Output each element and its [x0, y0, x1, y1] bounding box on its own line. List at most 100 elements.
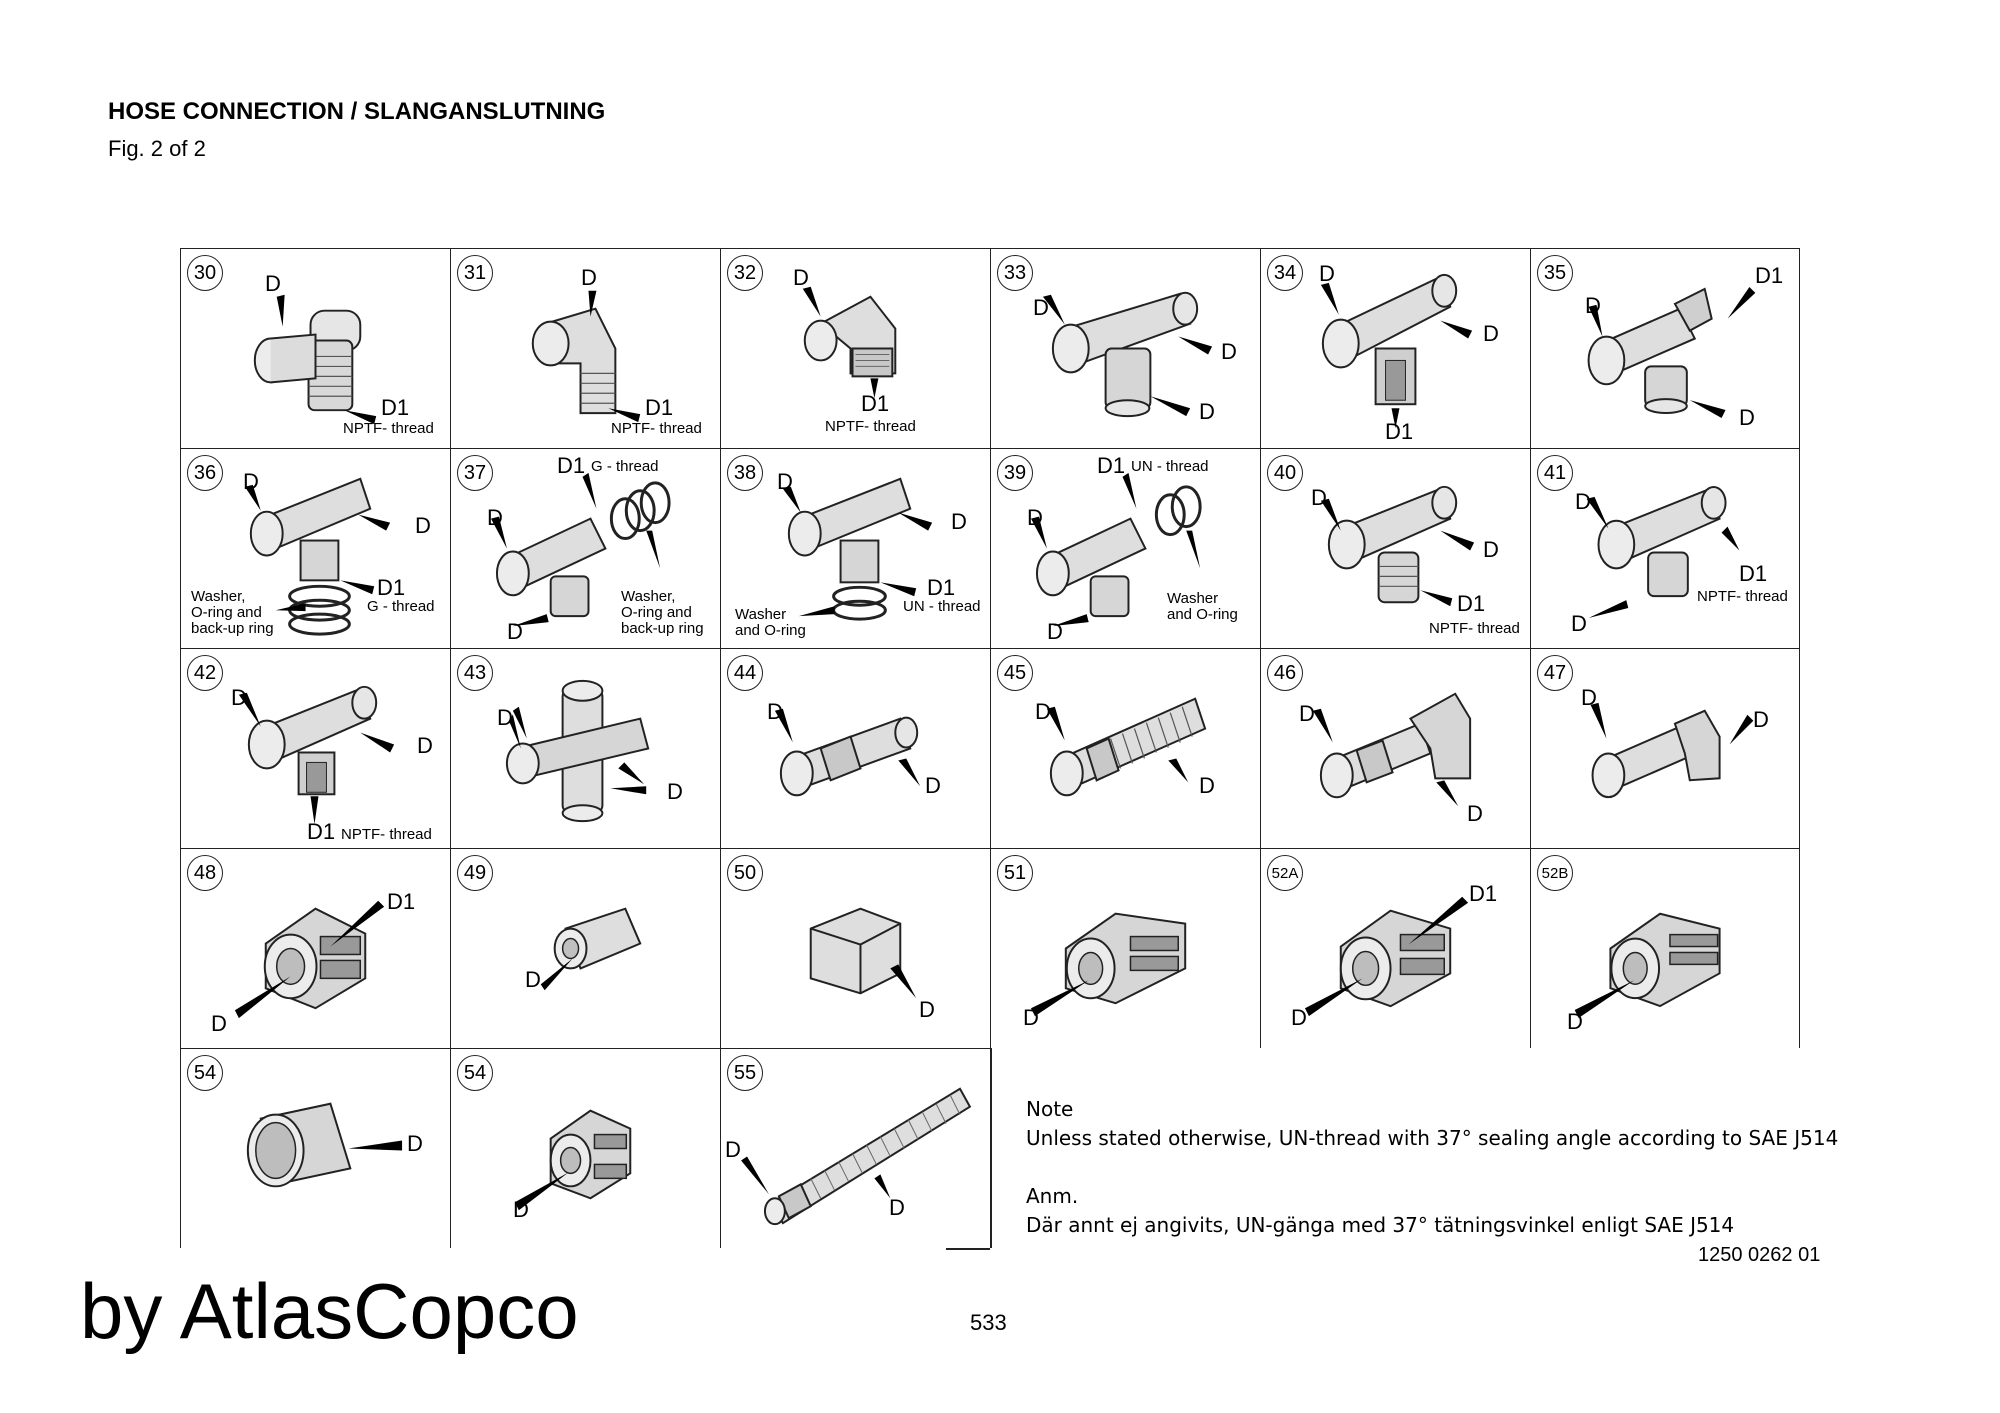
dimension-label-d: D: [407, 1131, 423, 1156]
part-number-badge: 47: [1537, 655, 1573, 691]
female-elbow-illustration: [802, 286, 897, 399]
tee-with-oring-illustration: [1030, 472, 1202, 627]
dimension-label-d: D: [1467, 801, 1483, 826]
part-cell-46: 46 D D: [1260, 648, 1530, 848]
dimension-label-d: D: [1033, 295, 1049, 320]
cross-fitting-illustration: [505, 679, 650, 823]
part-cell-42: 42 D D D1 NPTF- thread: [180, 648, 450, 848]
thread-label: NPTF- thread: [611, 420, 702, 437]
part-number-badge: 41: [1537, 455, 1573, 491]
dimension-label-d: D: [1023, 1005, 1039, 1030]
part-number-badge: 54: [457, 1055, 493, 1091]
brand-watermark: by AtlasCopco: [80, 1267, 579, 1355]
dimension-label-d: D: [951, 509, 967, 534]
note-text: Unless stated otherwise, UN-thread with …: [1026, 1126, 1839, 1150]
dimension-label-d: D: [211, 1011, 227, 1036]
dimension-label-d: D: [497, 705, 513, 730]
dimension-label-d: D: [1035, 699, 1051, 724]
dimension-label-d: D: [231, 685, 247, 710]
dimension-label-d: D: [725, 1137, 741, 1162]
dimension-label-d1: D1: [1755, 263, 1784, 288]
part-number-badge: 46: [1267, 655, 1303, 691]
nut-cutaway-illustration: [1304, 896, 1469, 1017]
part-number-badge: 52A: [1267, 855, 1303, 891]
part-cell-47: 47 D D: [1530, 648, 1800, 848]
part-cell-32: 32 D D1 NPTF- thread: [720, 248, 990, 448]
sleeve-illustration: [540, 907, 642, 991]
dimension-label-d: D: [777, 469, 793, 494]
part-number-badge: 51: [997, 855, 1033, 891]
thread-label: NPTF- thread: [343, 420, 434, 437]
part-cell-41: 41 D D1 NPTF- thread D: [1530, 448, 1800, 648]
dimension-label-d1: D1: [557, 453, 586, 478]
part-cell-39: 39 D1 UN - thread D D Washer and O-ring: [990, 448, 1260, 648]
dimension-label-d1: D1: [927, 575, 956, 600]
part-number-badge: 34: [1267, 255, 1303, 291]
dimension-label-d: D: [1753, 707, 1769, 732]
dimension-label-d: D: [415, 513, 431, 538]
dimension-label-d: D: [925, 773, 941, 798]
straight-union-illustration: [774, 708, 921, 797]
nut-cutaway-illustration: [234, 900, 385, 1019]
washer-oring-label: Washer and O-ring: [1167, 590, 1238, 623]
dimension-label-d1: D1: [387, 889, 416, 914]
dimension-label-d: D: [1571, 611, 1587, 636]
dimension-label-d1: D1: [1385, 419, 1414, 444]
nut-cutaway-illustration: [1030, 912, 1187, 1017]
part-cell-52a: 52A D1 D: [1260, 848, 1530, 1048]
dimension-label-d: D: [889, 1195, 905, 1220]
tee-fitting-illustration: [1587, 286, 1756, 418]
thread-label: NPTF- thread: [341, 826, 432, 843]
part-cell-36: 36 D D D1 G - thread Washer, O-ring and …: [180, 448, 450, 648]
long-straight-fitting-illustration: [1046, 697, 1207, 797]
part-number-badge: 39: [997, 455, 1033, 491]
part-number-badge: 43: [457, 655, 493, 691]
note-section: Note Unless stated otherwise, UN-thread …: [1026, 1095, 1838, 1240]
thread-label: NPTF- thread: [825, 418, 916, 435]
note-heading-swedish: Anm.: [1026, 1184, 1079, 1208]
ring-illustration: [246, 1102, 403, 1188]
dimension-label-d1: D1: [307, 819, 336, 844]
part-cell-31: 31 D D1 NPTF- thread: [450, 248, 720, 448]
part-cell-54-ring: 54 D: [180, 1048, 450, 1248]
part-number-badge: 40: [1267, 455, 1303, 491]
part-cell-52b: 52B D: [1530, 848, 1800, 1048]
washer-oring-backup-label: Washer, O-ring and back-up ring: [621, 588, 704, 637]
part-cell-44: 44 D D: [720, 648, 990, 848]
dimension-label-d1: D1: [1097, 453, 1126, 478]
dimension-label-d: D: [513, 1197, 529, 1222]
dimension-label-d1: D1: [377, 575, 406, 600]
part-cell-50: 50 D: [720, 848, 990, 1048]
dimension-label-d: D: [1483, 537, 1499, 562]
dimension-label-d: D: [1199, 399, 1215, 424]
page-title: HOSE CONNECTION / SLANGANSLUTNING: [108, 98, 606, 125]
tee-fitting-illustration: [1042, 291, 1213, 418]
dimension-label-d: D: [919, 997, 935, 1022]
part-cell-35: 35 D D1 D: [1530, 248, 1800, 448]
part-number-badge: 54: [187, 1055, 223, 1091]
dimension-label-d: D: [1199, 773, 1215, 798]
part-cell-30: 30 D D1 NPTF- thread: [180, 248, 450, 448]
part-number-badge: 52B: [1537, 855, 1573, 891]
dimension-label-d: D: [667, 779, 683, 804]
part-number-badge: 33: [997, 255, 1033, 291]
dimension-label-d: D: [265, 271, 281, 296]
part-cell-43: 43 D D: [450, 648, 720, 848]
thread-label: G - thread: [591, 458, 659, 475]
part-number-badge: 30: [187, 255, 223, 291]
part-number-badge: 49: [457, 855, 493, 891]
dimension-label-d1: D1: [645, 395, 674, 420]
female-tee-illustration: [238, 685, 395, 825]
tee-fitting-illustration: [1320, 485, 1475, 607]
dimension-label-d: D: [1585, 293, 1601, 318]
dimension-label-d: D: [1299, 701, 1315, 726]
thread-label: UN - thread: [1131, 458, 1209, 475]
part-number-badge: 44: [727, 655, 763, 691]
part-number-badge: 35: [1537, 255, 1573, 291]
page-number: 533: [970, 1310, 1007, 1335]
divider-line: [946, 1248, 990, 1250]
part-number-badge: 48: [187, 855, 223, 891]
dimension-label-d: D: [243, 469, 259, 494]
tee-with-oring-illustration: [244, 477, 391, 636]
part-number-badge: 36: [187, 455, 223, 491]
